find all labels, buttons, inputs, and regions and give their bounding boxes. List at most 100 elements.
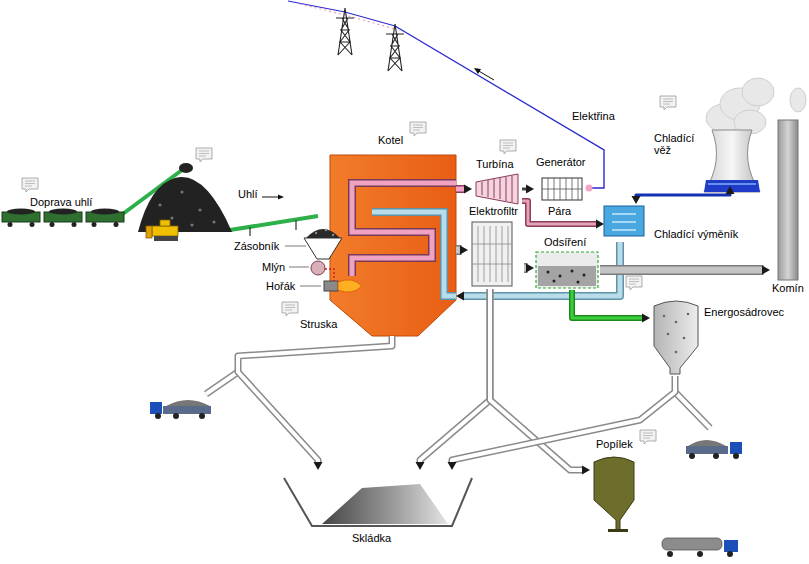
generator-shape [542, 178, 582, 200]
turbine-shape [482, 176, 512, 202]
truck [150, 402, 162, 414]
connector-line [572, 290, 644, 318]
turbine-shape [476, 174, 518, 204]
desulfurization-shape [536, 252, 598, 288]
connector [456, 242, 620, 301]
power-line [474, 68, 481, 74]
arrowhead [762, 266, 770, 275]
steam-cloud [790, 88, 806, 112]
coal-pile [138, 177, 232, 232]
label-anchor: Struska [300, 318, 337, 330]
truck [163, 406, 211, 414]
tanker-truck [667, 551, 673, 557]
bulldozer [146, 220, 178, 241]
chimney: Komín [770, 118, 807, 296]
ash-silo-shape [594, 457, 634, 530]
coal-mill [311, 261, 325, 275]
electrostatic-filter-shape [472, 222, 512, 286]
coal-mill [325, 269, 334, 281]
desulfurization-shape [571, 270, 574, 273]
truck [686, 446, 728, 454]
train-wagon [8, 222, 13, 227]
connector-line [462, 242, 620, 296]
arrowhead [460, 246, 468, 255]
part-label: Struska [300, 318, 337, 330]
truck [686, 440, 742, 459]
comment-icons [660, 96, 676, 110]
cooling-tower: Chladící věž [652, 110, 764, 186]
part-label: Hořák [266, 280, 295, 292]
connector-line [238, 336, 392, 464]
coal-hopper [304, 229, 342, 259]
truck [150, 400, 211, 419]
connector-line [462, 242, 620, 296]
node-label: Chladící výměník [654, 228, 738, 240]
boiler-shape [372, 212, 456, 296]
connector [238, 336, 392, 470]
bulldozer [160, 220, 170, 226]
coal-hopper [325, 229, 327, 231]
bulldozer [154, 236, 178, 241]
connector [522, 185, 534, 194]
coal-pile [213, 221, 216, 224]
power-line [586, 185, 593, 192]
comment-icons [626, 276, 642, 290]
connector-line [452, 376, 675, 464]
arrowhead [464, 185, 472, 194]
train-wagon [49, 209, 77, 215]
steam-cloud [742, 78, 774, 106]
node-label: Skládka [352, 532, 391, 544]
label-anchor: Uhlí [238, 188, 258, 200]
coal-hopper [306, 229, 340, 238]
desulfurization-shape [559, 275, 562, 278]
generator-shape [542, 178, 582, 200]
chimney-shape [778, 120, 798, 280]
power-line [477, 70, 494, 80]
gypsum-silo-shape [663, 315, 666, 318]
arrowhead [448, 462, 457, 470]
node-label: Energosádrovec [704, 306, 784, 318]
train-wagon [114, 222, 119, 227]
electrostatic-filter-shape [472, 226, 512, 282]
node-label: Chladící věž [654, 132, 702, 156]
desulfurization-shape [553, 280, 556, 283]
pylon [336, 8, 404, 71]
desulfurization-shape [577, 281, 580, 284]
arrowhead [596, 220, 604, 229]
train-wagon [91, 209, 119, 215]
connector [572, 290, 650, 323]
connector-line [522, 201, 598, 224]
comment-icons [410, 122, 426, 136]
generator: Generátor [534, 156, 590, 204]
comment-icons [640, 430, 656, 444]
truck [730, 442, 742, 454]
truck [166, 400, 210, 406]
conveyor [120, 163, 318, 236]
truck [173, 413, 179, 419]
ash-silo-shape [594, 457, 634, 532]
gypsum-silo-shape [667, 333, 670, 336]
gypsum-silo: Energosádrovec [650, 298, 788, 376]
burner [324, 280, 362, 293]
turbine-shape [476, 174, 518, 204]
label-anchor: Mlýn [262, 261, 285, 273]
leader-line [300, 286, 321, 287]
connector [524, 264, 534, 273]
truck [155, 413, 161, 419]
landfill-pit [284, 478, 472, 526]
comment-icons [196, 148, 212, 162]
conveyor [250, 220, 296, 236]
train: Doprava uhlí [0, 194, 134, 228]
conveyor [230, 216, 318, 230]
node-label: Odsíření [544, 236, 586, 248]
gypsum-silo-shape [683, 337, 686, 340]
comment-icons [22, 96, 676, 444]
boiler-shape [330, 155, 456, 336]
tanker-truck [662, 538, 738, 557]
node-label: Doprava uhlí [30, 196, 92, 208]
connector [600, 266, 770, 275]
truck [688, 440, 726, 446]
node-label: Elektrofiltr [469, 205, 518, 217]
connector-line [238, 336, 392, 464]
